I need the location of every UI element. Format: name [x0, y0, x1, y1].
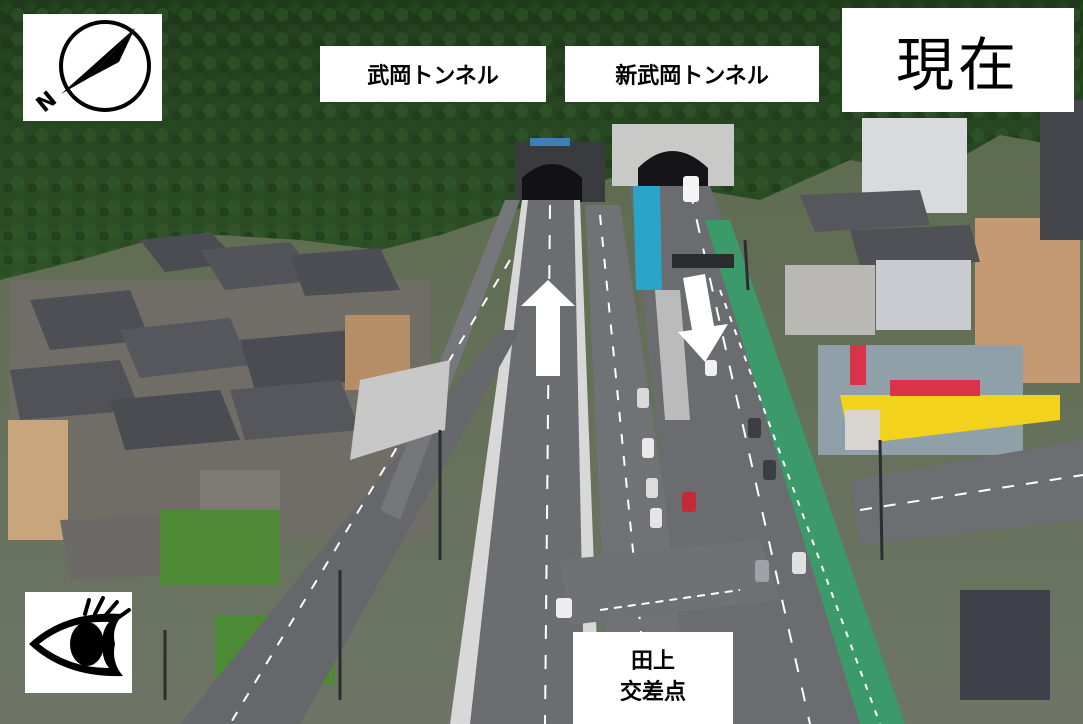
- north-compass-icon: N: [23, 14, 162, 121]
- poles: [163, 239, 884, 700]
- tunnel-portals: [515, 124, 734, 202]
- eye-icon: [25, 592, 132, 693]
- intersection-label-line1: 田上: [630, 649, 675, 675]
- compass-n-letter: N: [32, 87, 62, 118]
- intersection-area: [560, 440, 1083, 625]
- vehicles: [556, 176, 806, 618]
- left-viaduct: [180, 200, 600, 724]
- direction-arrows: [521, 274, 728, 376]
- takeoka-tunnel-label: 武岡トンネル: [320, 46, 546, 102]
- shin-takeoka-tunnel-label: 新武岡トンネル: [565, 46, 819, 102]
- intersection-label-line2: 交差点: [619, 680, 686, 705]
- right-buildings: [785, 100, 1083, 700]
- down-arrow: [678, 274, 728, 362]
- intersection-label: 田上 交差点: [573, 632, 733, 724]
- up-arrow: [521, 280, 575, 376]
- current-label: 現在: [842, 8, 1074, 112]
